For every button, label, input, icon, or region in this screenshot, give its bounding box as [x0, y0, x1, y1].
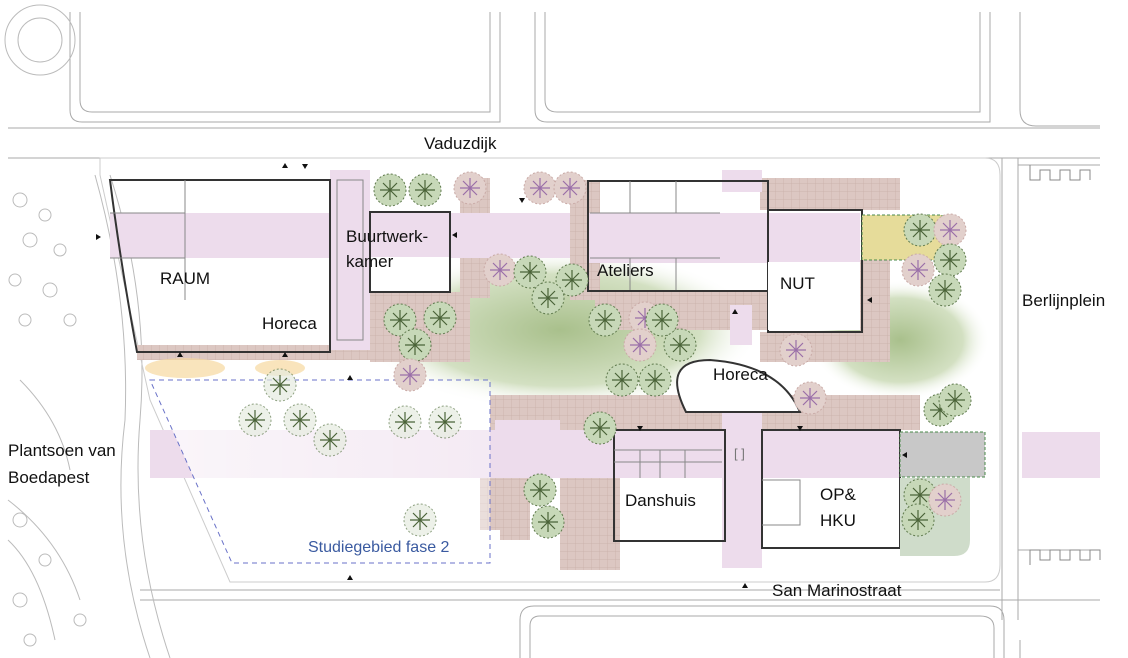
tree-branches — [612, 370, 632, 390]
tree-branches — [945, 390, 965, 410]
building-label-horeca-center: Horeca — [713, 365, 768, 384]
park-circles — [8, 192, 87, 647]
street-label-vaduzdijk: Vaduzdijk — [424, 134, 497, 153]
entrance-arrow-icon — [452, 232, 457, 238]
tree-branches — [935, 490, 955, 510]
tree-branches — [435, 412, 455, 432]
tree-branches — [562, 270, 582, 290]
buildings — [108, 179, 901, 549]
tree-branches — [595, 310, 615, 330]
building-label-danshuis: Danshuis — [625, 491, 696, 510]
raum-building — [108, 179, 331, 353]
entrance-arrow-icon — [177, 352, 183, 357]
tree-branches — [560, 178, 580, 198]
tree-branches — [590, 418, 610, 438]
entrance-arrow-icon — [637, 426, 643, 431]
tree-branches — [670, 335, 690, 355]
tree-branches — [908, 510, 928, 530]
tree-branches — [400, 365, 420, 385]
building-label-nut: NUT — [780, 274, 815, 293]
entrance-arrow-icon — [867, 297, 872, 303]
tree-branches — [395, 412, 415, 432]
entrance-arrow-icon — [742, 583, 748, 588]
building-label-op-hku-2: HKU — [820, 511, 856, 530]
tree-branches — [910, 485, 930, 505]
tree-branches — [245, 410, 265, 430]
entrance-arrow-icon — [902, 452, 907, 458]
tree-branches — [530, 480, 550, 500]
tree-branches — [940, 220, 960, 240]
tree-branches — [270, 375, 290, 395]
entrance-arrow-icon — [347, 575, 353, 580]
tree-branches — [935, 280, 955, 300]
park-label-line2: Boedapest — [8, 468, 90, 487]
tree-branches — [940, 250, 960, 270]
building-label-raum: RAUM — [160, 269, 211, 288]
tree-branches — [320, 430, 340, 450]
tree-branches — [520, 262, 540, 282]
core-mark: [ ] — [734, 446, 745, 461]
building-label-op-hku-1: OP& — [820, 485, 856, 504]
tree-branches — [630, 335, 650, 355]
tree-branches — [538, 512, 558, 532]
horeca-pavilion — [676, 358, 802, 413]
street-label-san-marinostraat: San Marinostraat — [772, 581, 902, 600]
corridors — [110, 170, 1100, 568]
tree-branches — [490, 260, 510, 280]
entrance-arrow-icon — [96, 234, 101, 240]
tree-branches — [415, 180, 435, 200]
entrance-arrow-icon — [797, 426, 803, 431]
tree-branches — [430, 308, 450, 328]
tree-branches — [910, 220, 930, 240]
tree-branches — [405, 335, 425, 355]
west-park — [4, 4, 171, 658]
building-label-buurtwerkkamer-2: kamer — [346, 252, 394, 271]
entrance-arrow-icon — [519, 198, 525, 203]
building-label-buurtwerkkamer-1: Buurtwerk- — [346, 227, 429, 246]
tree-branches — [290, 410, 310, 430]
entrance-arrow-icon — [282, 163, 288, 168]
entrance-arrow-icon — [347, 375, 353, 380]
tree-branches — [530, 178, 550, 198]
tree-branches — [652, 310, 672, 330]
building-label-ateliers: Ateliers — [597, 261, 654, 280]
site-boundary — [99, 157, 1001, 583]
tree-branches — [645, 370, 665, 390]
entrance-arrow-icon — [732, 309, 738, 314]
tree-branches — [930, 400, 950, 420]
entrance-arrow-icon — [302, 164, 308, 169]
park-label-line1: Plantsoen van — [8, 441, 116, 460]
entrance-arrows — [96, 163, 907, 588]
study-area-label: Studiegebied fase 2 — [308, 539, 450, 556]
tree-branches — [538, 288, 558, 308]
tree-branches — [410, 510, 430, 530]
danshuis-building — [613, 429, 726, 542]
building-label-horeca-west: Horeca — [262, 314, 317, 333]
tree-branches — [460, 178, 480, 198]
trees — [238, 171, 972, 539]
tree-branches — [380, 180, 400, 200]
tree-branches — [390, 310, 410, 330]
street-label-berlijnplein: Berlijnplein — [1022, 291, 1106, 310]
tree-branches — [635, 308, 655, 328]
tree-branches — [786, 340, 806, 360]
tree-branches — [908, 260, 928, 280]
entrance-arrow-icon — [282, 352, 288, 357]
tree-branches — [800, 388, 820, 408]
